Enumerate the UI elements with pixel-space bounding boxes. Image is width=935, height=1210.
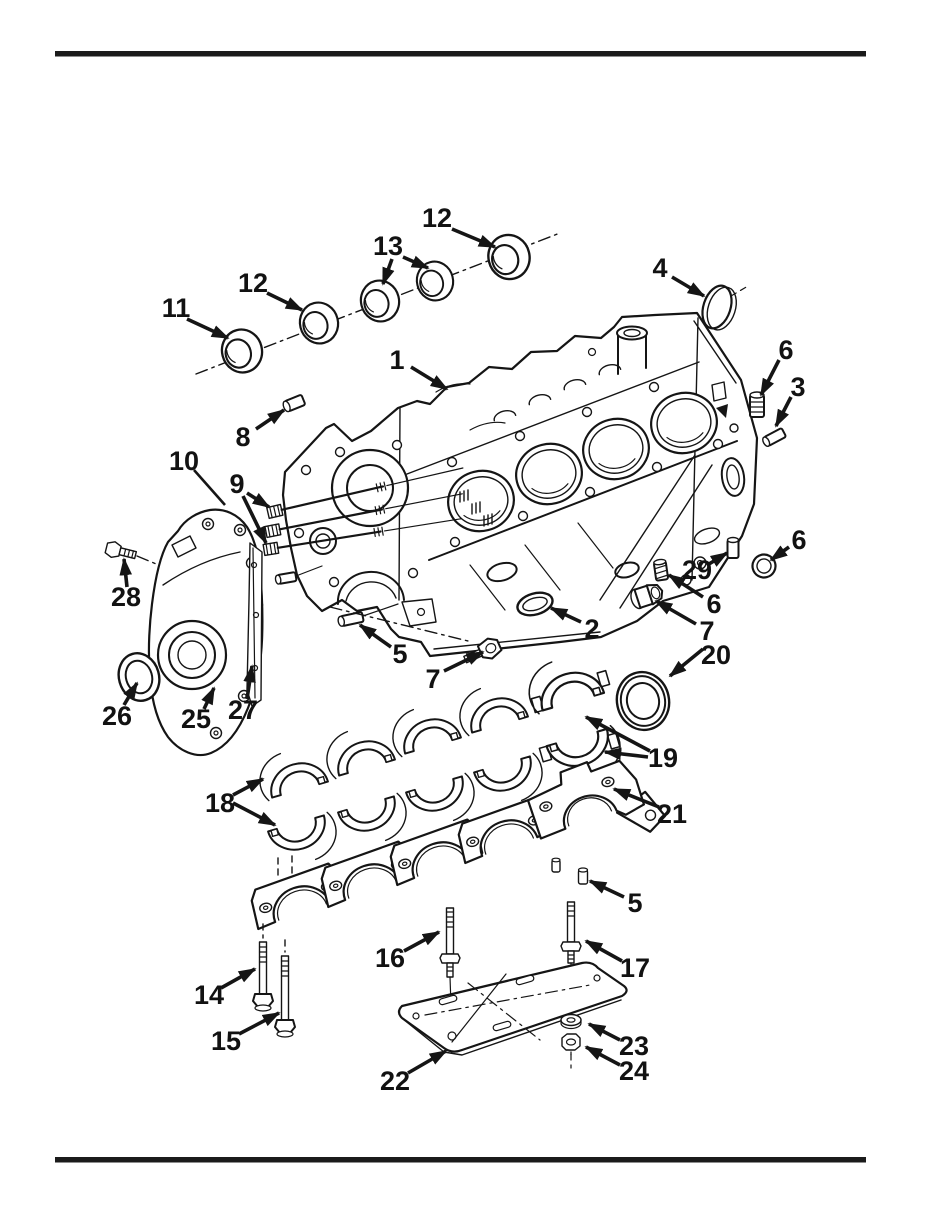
callout-5-front: 5 <box>392 639 407 669</box>
front-face <box>293 439 493 605</box>
rear-main-cap <box>526 759 667 840</box>
front-studs-and-pins <box>262 394 466 627</box>
crank-arch-outer <box>336 571 405 605</box>
cylinder-bores <box>447 391 718 533</box>
callout-12-upper-right: 12 <box>422 203 452 233</box>
callout-11: 11 <box>162 293 191 323</box>
crank-arch-inner <box>345 581 397 602</box>
callout-25: 25 <box>181 704 211 734</box>
callout-29: 29 <box>682 555 712 585</box>
main-bearing-caps <box>246 759 667 931</box>
cap-fasteners <box>252 901 582 1049</box>
callout-1: 1 <box>389 345 404 375</box>
dowel-pin-front <box>274 565 323 585</box>
deck-far-edge <box>406 361 700 475</box>
cam-bearing-12a <box>294 297 344 349</box>
deck-bolt-holes <box>446 381 724 548</box>
camshaft-bearing-set <box>195 229 561 378</box>
pan-rail-line <box>433 631 601 650</box>
callout-6-upper-right: 6 <box>778 335 793 365</box>
upper-shell-2 <box>319 720 397 781</box>
callout-19: 19 <box>648 743 678 773</box>
callout-14: 14 <box>194 980 224 1010</box>
expansion-plug-4 <box>701 284 737 331</box>
cap-bolt-15 <box>274 939 296 1038</box>
hex-plug-7-right <box>630 584 664 610</box>
callout-21: 21 <box>657 799 687 829</box>
callout-23: 23 <box>619 1031 649 1061</box>
spring-pin-6-center <box>653 558 669 582</box>
callout-28: 28 <box>111 582 141 612</box>
callout-leaders <box>119 227 793 1075</box>
oil-filler-tube <box>616 325 648 375</box>
callout-9: 9 <box>229 469 244 499</box>
pin-29 <box>726 536 740 559</box>
callout-8: 8 <box>235 422 250 452</box>
callout-20: 20 <box>701 640 731 670</box>
top-rule <box>55 51 866 57</box>
upper-thrust-shell <box>520 649 611 717</box>
callout-13: 13 <box>373 231 403 261</box>
cap-bolt-14 <box>252 923 274 1012</box>
callout-27: 27 <box>228 695 258 725</box>
callout-3: 3 <box>790 372 805 402</box>
upper-shell-4 <box>452 677 530 738</box>
callout-2: 2 <box>584 614 599 644</box>
pipe-plug-6-upper <box>749 391 765 418</box>
callout-10: 10 <box>169 446 199 476</box>
skirt-details <box>401 454 713 650</box>
upper-shell-1 <box>252 742 330 803</box>
installed-stud-tips <box>459 489 493 527</box>
cup-plug-8 <box>282 394 306 413</box>
callout-16: 16 <box>375 943 405 973</box>
front-foot-bracket <box>401 598 437 627</box>
lower-shell-1 <box>266 810 344 871</box>
callout-22: 22 <box>380 1066 410 1096</box>
washer-23 <box>560 1013 582 1030</box>
callout-24: 24 <box>619 1056 649 1086</box>
baffle-plate-group <box>397 961 628 1069</box>
water-hole-gasket-2 <box>516 591 554 617</box>
right-side-small-parts <box>653 284 787 582</box>
callout-7-right: 7 <box>699 616 714 646</box>
cam-bearing-12b <box>482 229 536 285</box>
cam-bearing-13a <box>355 275 405 327</box>
callout-18: 18 <box>205 788 235 818</box>
callout-6-center: 6 <box>706 589 721 619</box>
callout-6-far-right: 6 <box>791 525 806 555</box>
callout-26: 26 <box>102 701 132 731</box>
cam-bearing-11 <box>216 324 268 378</box>
callout-5-rear: 5 <box>627 888 642 918</box>
callout-7-front: 7 <box>425 664 440 694</box>
lifter-valley <box>435 347 622 431</box>
nut-24 <box>561 1033 581 1056</box>
callout-12-left: 12 <box>238 268 268 298</box>
upper-shell-3 <box>385 698 463 759</box>
bottom-rule <box>55 1157 866 1163</box>
callout-17: 17 <box>620 953 650 983</box>
rear-dowel-pins-5 <box>551 857 589 885</box>
baffle-plate <box>397 961 628 1053</box>
deck-near-edge <box>428 440 738 561</box>
stud-16 <box>439 907 461 1049</box>
cover-bolt <box>104 541 138 560</box>
cylinder-block <box>281 311 759 658</box>
callout-labels: 12 13 12 11 4 1 6 3 8 10 9 28 26 25 27 5… <box>102 203 807 1096</box>
callout-15: 15 <box>211 1026 241 1056</box>
rear-main-seal-20 <box>615 670 671 732</box>
dowel-pin-5-front <box>337 603 399 627</box>
groove-pin-3 <box>762 427 787 448</box>
callout-4: 4 <box>652 253 667 283</box>
